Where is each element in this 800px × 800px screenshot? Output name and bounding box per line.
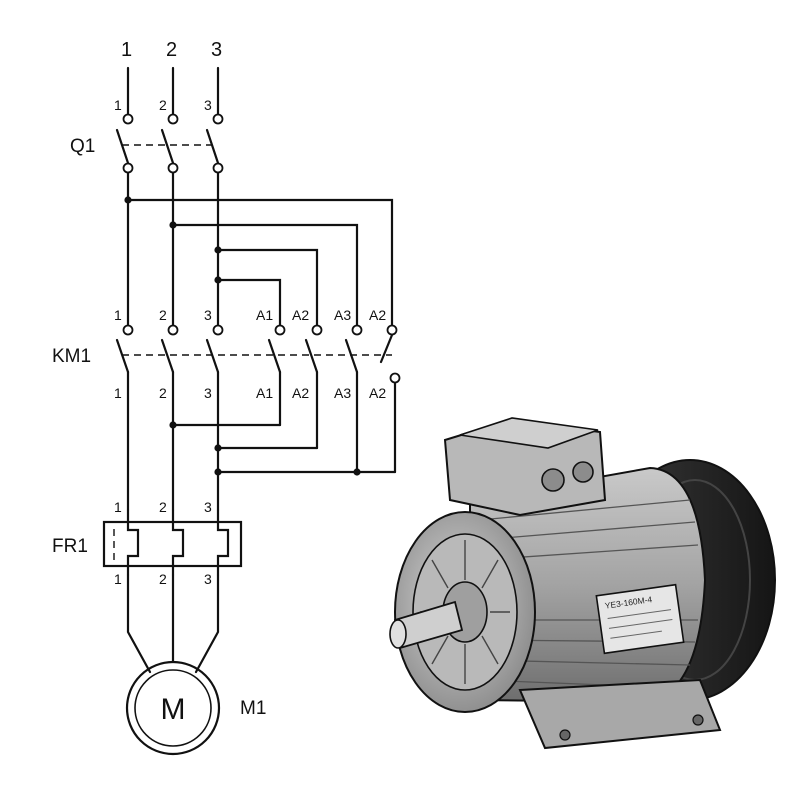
phase-labels: 1 2 3	[121, 39, 222, 61]
motor-lead-1	[126, 573, 152, 674]
km1-bottom-terminal-label: A3	[334, 385, 351, 401]
phase-2-label: 2	[166, 39, 177, 61]
bridge-l1-to-a2	[126, 198, 394, 327]
km1-top-terminal-label: A2	[369, 307, 386, 323]
motor-outer-circle	[125, 660, 221, 756]
shaft-end	[389, 619, 407, 649]
fr1-thermal-element-2	[171, 508, 185, 577]
junction-dot	[353, 468, 361, 476]
terminal-box-lid	[459, 417, 599, 449]
fr1-label: FR1	[52, 536, 88, 557]
q1-top-terminal-3	[212, 113, 224, 125]
q1-bottom-terminal-1	[122, 162, 134, 174]
km1-contact-blade	[115, 338, 130, 374]
contactor-km1: 1 2 3 A1 A2 A3 A2 KM1 1 2 3 A1 A	[52, 307, 401, 512]
junction-dot	[169, 221, 177, 229]
junction-dot	[214, 246, 222, 254]
fr1-thermal-element-1	[126, 508, 140, 577]
km1-label: KM1	[52, 346, 91, 367]
km1-top-terminal	[351, 324, 363, 336]
fr1-top-terminal-label: 1	[114, 499, 122, 515]
bus-wiring	[124, 171, 394, 327]
fr1-bottom-terminal-label: 1	[114, 571, 122, 587]
km1-contact-blade	[379, 333, 394, 364]
km1-contact-blade	[267, 338, 282, 374]
motor-base-foot	[518, 678, 722, 750]
km1-top-terminal	[274, 324, 286, 336]
motor-label: M1	[240, 698, 266, 719]
junction-dot	[214, 276, 222, 284]
motor-symbol-letter: M	[161, 693, 186, 726]
fr1-top-terminal-label: 2	[159, 499, 167, 515]
bridge-l2-to-a3	[171, 223, 359, 327]
q1-top-terminal-2	[167, 113, 179, 125]
km1-top-terminal	[386, 324, 398, 336]
km1-top-terminal-label: A1	[256, 307, 273, 323]
motor-lead-3	[194, 573, 220, 674]
fr1-bottom-terminal-label: 2	[159, 571, 167, 587]
km1-bottom-terminal-label: 1	[114, 385, 122, 401]
nameplate	[595, 583, 685, 655]
km1-open-contact-terminal	[389, 372, 401, 384]
km1-contact-blade	[304, 338, 319, 374]
junction-dot	[124, 196, 132, 204]
breaker-q1: 1 2 3 Q1	[70, 66, 224, 174]
q1-switch-blade-1	[115, 128, 130, 165]
bridge-l3-to-a1	[216, 278, 282, 327]
q1-bottom-terminal-3	[212, 162, 224, 174]
km1-top-terminal-label: A2	[292, 307, 309, 323]
nameplate-lines	[607, 609, 673, 639]
motor-illustration: YE3-160M-4	[389, 417, 776, 750]
km1-top-terminal	[311, 324, 323, 336]
km1-contact-blade	[160, 338, 175, 374]
fr1-top-terminal-label: 3	[204, 499, 212, 515]
km1-top-terminal	[212, 324, 224, 336]
km1-top-terminal	[167, 324, 179, 336]
junction-dot	[214, 468, 222, 476]
q1-terminal-3: 3	[204, 97, 212, 113]
km1-bottom-terminal-label: 2	[159, 385, 167, 401]
km1-bottom-terminal-label: A1	[256, 385, 273, 401]
q1-switch-blade-3	[205, 128, 220, 165]
mount-hole-icon	[559, 729, 571, 741]
q1-bottom-terminal-2	[167, 162, 179, 174]
q1-top-terminal-1	[122, 113, 134, 125]
overload-relay-fr1: 1 2 3 FR1 1 2 3	[52, 499, 243, 587]
mount-hole-icon	[692, 714, 704, 726]
q1-terminal-2: 2	[159, 97, 167, 113]
q1-terminal-1: 1	[114, 97, 122, 113]
cable-gland-icon	[572, 461, 594, 483]
km1-top-terminal-label: 3	[204, 307, 212, 323]
km1-top-terminal	[122, 324, 134, 336]
q1-switch-blade-2	[160, 128, 175, 165]
cable-gland-icon	[541, 468, 565, 492]
km1-top-terminal-label: A3	[334, 307, 351, 323]
motor-symbol-m1: M M1	[125, 573, 266, 756]
km1-bottom-terminal-label: A2	[292, 385, 309, 401]
km1-contact-blade	[344, 338, 359, 374]
bridge-l3-to-a2	[216, 248, 319, 327]
phase-1-label: 1	[121, 39, 132, 61]
fr1-thermal-element-3	[216, 508, 230, 577]
km1-bottom-terminal-label: A2	[369, 385, 386, 401]
km1-top-terminal-label: 2	[159, 307, 167, 323]
km1-bottom-terminal-label: 3	[204, 385, 212, 401]
motor-inner-circle	[134, 669, 212, 747]
phase-3-label: 3	[211, 39, 222, 61]
fr1-bottom-terminal-label: 3	[204, 571, 212, 587]
junction-dot	[214, 444, 222, 452]
km1-top-terminal-label: 1	[114, 307, 122, 323]
junction-dot	[169, 421, 177, 429]
q1-label: Q1	[70, 136, 95, 157]
km1-contact-blade	[205, 338, 220, 374]
